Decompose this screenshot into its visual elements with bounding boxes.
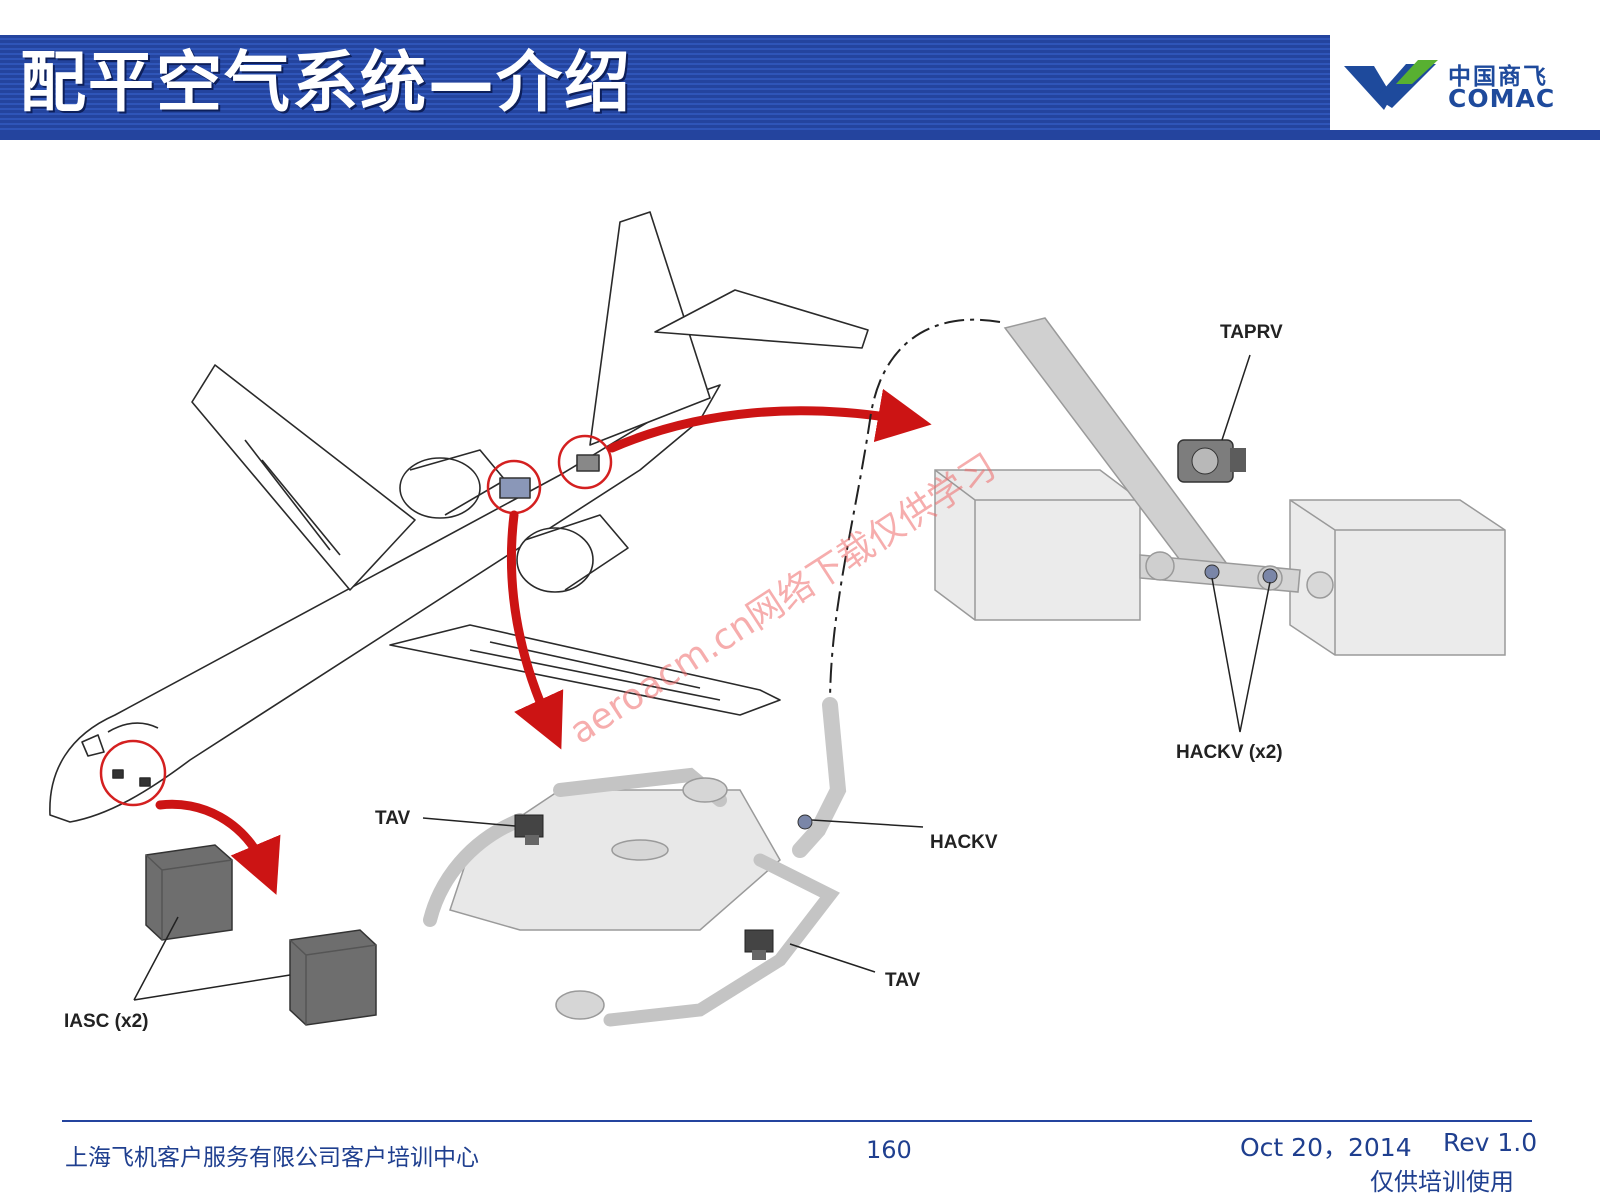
- page-number: 160: [866, 1136, 912, 1164]
- header-rule: [0, 130, 1600, 140]
- footer-revision: Rev 1.0: [1443, 1128, 1538, 1157]
- highlight-circle-tail: [557, 434, 613, 490]
- hackv-valve-left-icon: [1204, 564, 1220, 580]
- pack-assembly-upper-right: [934, 317, 1506, 656]
- label-tav-lower: TAV: [885, 970, 921, 991]
- label-hackv: HACKV: [930, 832, 998, 853]
- highlight-circle-nose: [99, 739, 167, 807]
- title-bar: 配平空气系统—介绍: [0, 35, 1330, 130]
- tav-valve-upper-icon: [514, 814, 544, 845]
- label-iasc-x2: IASC (x2): [64, 1011, 148, 1032]
- iasc-box-right-icon: [289, 929, 377, 1026]
- footer-rule: [62, 1120, 1532, 1122]
- footer-usage-note: 仅供培训使用: [1370, 1168, 1514, 1196]
- leader-lines: [133, 354, 1271, 1001]
- arrow-to-taprv: [607, 388, 932, 453]
- hackv-valve-center-icon: [797, 814, 813, 830]
- label-tav-upper: TAV: [375, 808, 411, 829]
- taprv-valve-icon: [1177, 439, 1246, 483]
- iasc-box-left-icon: [145, 844, 233, 941]
- label-taprv: TAPRV: [1220, 322, 1283, 343]
- slide-title: 配平空气系统—介绍: [20, 44, 632, 121]
- trim-air-system-diagram: TAPRV HACKV (x2) TAV HACKV TAV IASC (x2)…: [49, 211, 1506, 1032]
- arrow-to-mixer: [506, 510, 564, 750]
- footer-organization: 上海飞机客户服务有限公司客户培训中心: [65, 1145, 479, 1171]
- iasc-boxes: [145, 844, 377, 1026]
- logo-english-text: COMAC: [1448, 84, 1556, 113]
- comac-logo: 中国商飞 COMAC: [1340, 52, 1590, 122]
- aircraft-drawing: [49, 211, 869, 823]
- footer-date: Oct 20，2014: [1240, 1133, 1412, 1162]
- duct-connection-line: [829, 318, 1001, 706]
- right-pack-box: [1289, 499, 1506, 656]
- hackv-valve-right-icon: [1262, 568, 1278, 584]
- mixer-unit-assembly: [423, 697, 847, 1027]
- logo-chinese-text: 中国商飞: [1448, 64, 1548, 90]
- callout-arrows: [155, 388, 932, 895]
- tav-valve-lower-icon: [744, 929, 774, 960]
- left-pack-box: [934, 469, 1141, 621]
- comac-logo-mark-icon: [1344, 60, 1438, 110]
- arrow-to-iasc: [155, 799, 281, 895]
- mixer-body: [449, 789, 781, 931]
- label-hackv-x2: HACKV (x2): [1176, 742, 1283, 763]
- watermark-text: aeroacm.cn网络下载仅供学习: [563, 446, 1004, 752]
